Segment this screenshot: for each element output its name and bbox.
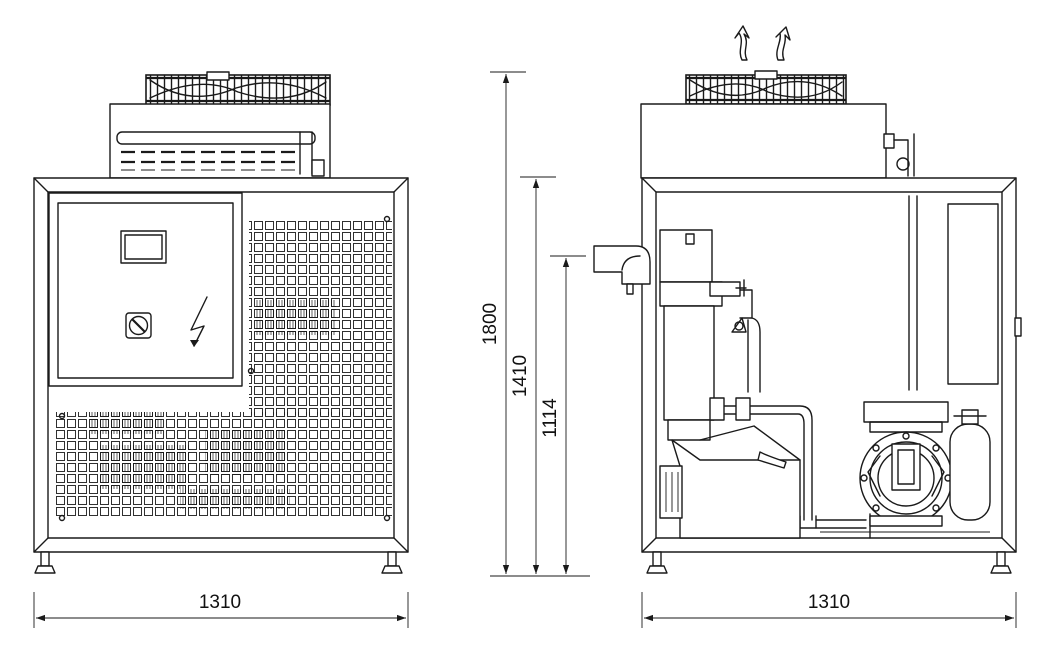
side-feet (646, 551, 1012, 574)
side-compressor (859, 401, 991, 527)
airflow-arrows-icon (734, 25, 791, 61)
dim-total-height: 1800 (480, 303, 501, 345)
dim-inner-height: 1114 (540, 398, 561, 438)
dim-right-width: 1310 (808, 592, 850, 613)
side-piping (709, 317, 990, 539)
width-dimensions: 1310 1310 (33, 592, 1017, 628)
side-vessel (659, 229, 753, 421)
front-view (33, 71, 409, 574)
main-switch-icon (125, 312, 152, 339)
height-dimensions: 1800 1410 1114 (480, 71, 590, 577)
front-cabinet (33, 177, 409, 553)
dim-frame-height: 1410 (510, 355, 531, 397)
side-receiver (659, 419, 801, 539)
front-fan (145, 71, 331, 106)
front-feet (34, 551, 403, 574)
dim-left-width: 1310 (199, 592, 241, 613)
side-condenser-box (640, 103, 915, 179)
lightning-bolt-icon (190, 296, 208, 347)
side-view (593, 25, 1022, 574)
side-fan (685, 70, 847, 105)
front-condenser-box (109, 103, 331, 179)
